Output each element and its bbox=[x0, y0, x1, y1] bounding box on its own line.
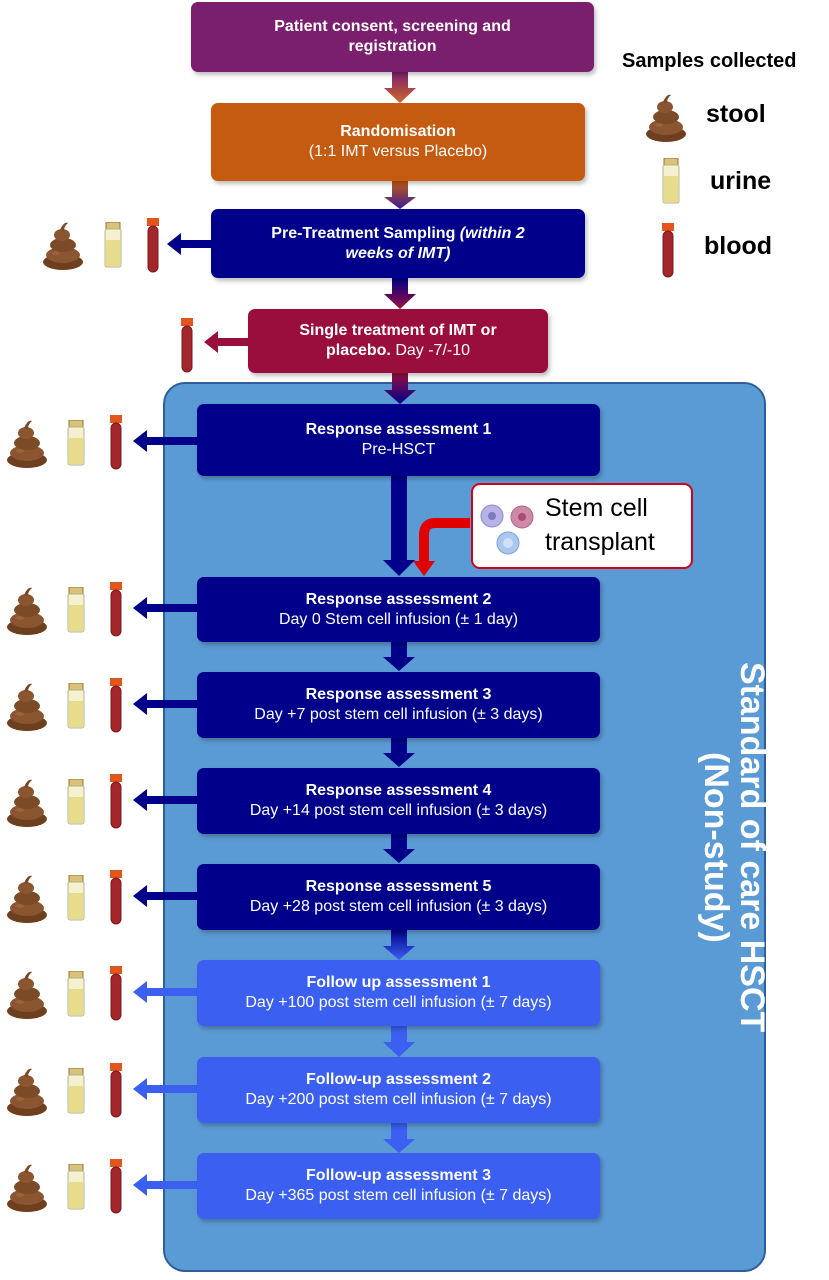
response-assessment-3: Response assessment 3 Day +7 post stem c… bbox=[197, 672, 600, 738]
blood-icon bbox=[110, 966, 123, 1021]
ra3-sub: Day +7 post stem cell infusion (± 3 days… bbox=[254, 706, 543, 723]
fu2-sub: Day +200 post stem cell infusion (± 7 da… bbox=[245, 1091, 552, 1108]
blood-icon bbox=[110, 870, 123, 925]
blood-icon bbox=[110, 1159, 123, 1214]
ra1-sub: Pre-HSCT bbox=[361, 441, 436, 458]
consent-line2: registration bbox=[348, 38, 437, 55]
stool-icon bbox=[7, 779, 47, 827]
stool-icon bbox=[7, 1068, 47, 1116]
treatment-sub: Day -7/-10 bbox=[390, 342, 471, 359]
randomisation-sub: (1:1 IMT versus Placebo) bbox=[308, 143, 488, 160]
ra3-title: Response assessment 3 bbox=[305, 686, 492, 703]
legend-stool-label: stool bbox=[706, 100, 766, 128]
blood-icon bbox=[110, 774, 123, 829]
fu2-title: Follow-up assessment 2 bbox=[306, 1071, 491, 1088]
stool-icon bbox=[7, 587, 47, 635]
response-assessment-4: Response assessment 4 Day +14 post stem … bbox=[197, 768, 600, 834]
blood-icon bbox=[110, 678, 123, 733]
fu3-title: Follow-up assessment 3 bbox=[306, 1167, 491, 1184]
blood-icon bbox=[110, 1063, 123, 1118]
urine-icon bbox=[67, 1068, 85, 1114]
urine-icon bbox=[67, 875, 85, 921]
stool-icon bbox=[7, 683, 47, 731]
legend-urine-label: urine bbox=[710, 167, 772, 195]
ra5-sub: Day +28 post stem cell infusion (± 3 day… bbox=[249, 898, 548, 915]
response-assessment-5: Response assessment 5 Day +28 post stem … bbox=[197, 864, 600, 930]
stool-icon bbox=[7, 875, 47, 923]
ra1-title: Response assessment 1 bbox=[305, 421, 492, 438]
blood-icon bbox=[147, 218, 160, 273]
stool-icon bbox=[7, 1164, 47, 1212]
urine-icon bbox=[67, 420, 85, 466]
urine-icon bbox=[104, 222, 122, 268]
ra4-title: Response assessment 4 bbox=[305, 782, 492, 799]
pretreatment-title: Pre-Treatment Sampling bbox=[271, 224, 460, 242]
legend-title: Samples collected bbox=[622, 50, 797, 72]
stool-icon bbox=[43, 222, 83, 270]
ra4-sub: Day +14 post stem cell infusion (± 3 day… bbox=[249, 802, 548, 819]
treatment-step: Single treatment of IMT or placebo. Day … bbox=[248, 309, 548, 373]
standard-of-care-label: Standard of care HSCT (Non-study) bbox=[697, 612, 771, 1082]
fu1-title: Follow up assessment 1 bbox=[306, 974, 491, 991]
stem-cell-line2: transplant bbox=[545, 528, 655, 556]
pretreatment-step: Pre-Treatment Sampling (within 2 weeks o… bbox=[211, 209, 585, 278]
urine-icon bbox=[67, 587, 85, 633]
ra2-sub: Day 0 Stem cell infusion (± 1 day) bbox=[278, 610, 519, 628]
blood-icon bbox=[181, 318, 194, 373]
response-assessment-2: Response assessment 2 Day 0 Stem cell in… bbox=[197, 577, 600, 642]
response-assessment-1: Response assessment 1 Pre-HSCT bbox=[197, 404, 600, 476]
follow-up-assessment-3: Follow-up assessment 3 Day +365 post ste… bbox=[197, 1153, 600, 1219]
blood-icon bbox=[110, 415, 123, 470]
fu3-sub: Day +365 post stem cell infusion (± 7 da… bbox=[245, 1187, 552, 1204]
treatment-title1: Single treatment of IMT or bbox=[299, 322, 497, 339]
urine-icon bbox=[67, 683, 85, 729]
urine-icon bbox=[67, 971, 85, 1017]
standard-of-care-line2: (Non-study) bbox=[697, 751, 735, 943]
stem-cell-line1: Stem cell bbox=[545, 494, 648, 522]
urine-icon bbox=[67, 1164, 85, 1210]
consent-line1: Patient consent, screening and bbox=[274, 18, 511, 35]
standard-of-care-line1: Standard of care HSCT bbox=[733, 661, 771, 1033]
pretreatment-line2: weeks of IMT) bbox=[345, 244, 451, 262]
stool-icon bbox=[7, 971, 47, 1019]
urine-icon bbox=[67, 779, 85, 825]
legend-blood-label: blood bbox=[704, 232, 773, 260]
fu1-sub: Day +100 post stem cell infusion (± 7 da… bbox=[245, 994, 552, 1011]
follow-up-assessment-1: Follow up assessment 1 Day +100 post ste… bbox=[197, 960, 600, 1026]
stem-cell-text: Stem cell transplant bbox=[545, 491, 655, 559]
treatment-title2: placebo. bbox=[325, 342, 391, 359]
randomisation-title: Randomisation bbox=[340, 123, 456, 140]
stool-icon bbox=[646, 94, 686, 142]
urine-icon bbox=[662, 158, 680, 204]
stem-cell-callout bbox=[471, 483, 693, 569]
follow-up-assessment-2: Follow-up assessment 2 Day +200 post ste… bbox=[197, 1057, 600, 1123]
ra5-title: Response assessment 5 bbox=[305, 878, 492, 895]
pretreatment-title-em: (within 2 bbox=[459, 224, 525, 242]
blood-icon bbox=[110, 582, 123, 637]
stem-cell-icon bbox=[480, 504, 534, 555]
consent-step: Patient consent, screening and registrat… bbox=[191, 2, 594, 72]
blood-icon bbox=[662, 223, 675, 278]
randomisation-step: Randomisation (1:1 IMT versus Placebo) bbox=[211, 103, 585, 181]
stool-icon bbox=[7, 420, 47, 468]
ra2-title: Response assessment 2 bbox=[305, 590, 492, 608]
